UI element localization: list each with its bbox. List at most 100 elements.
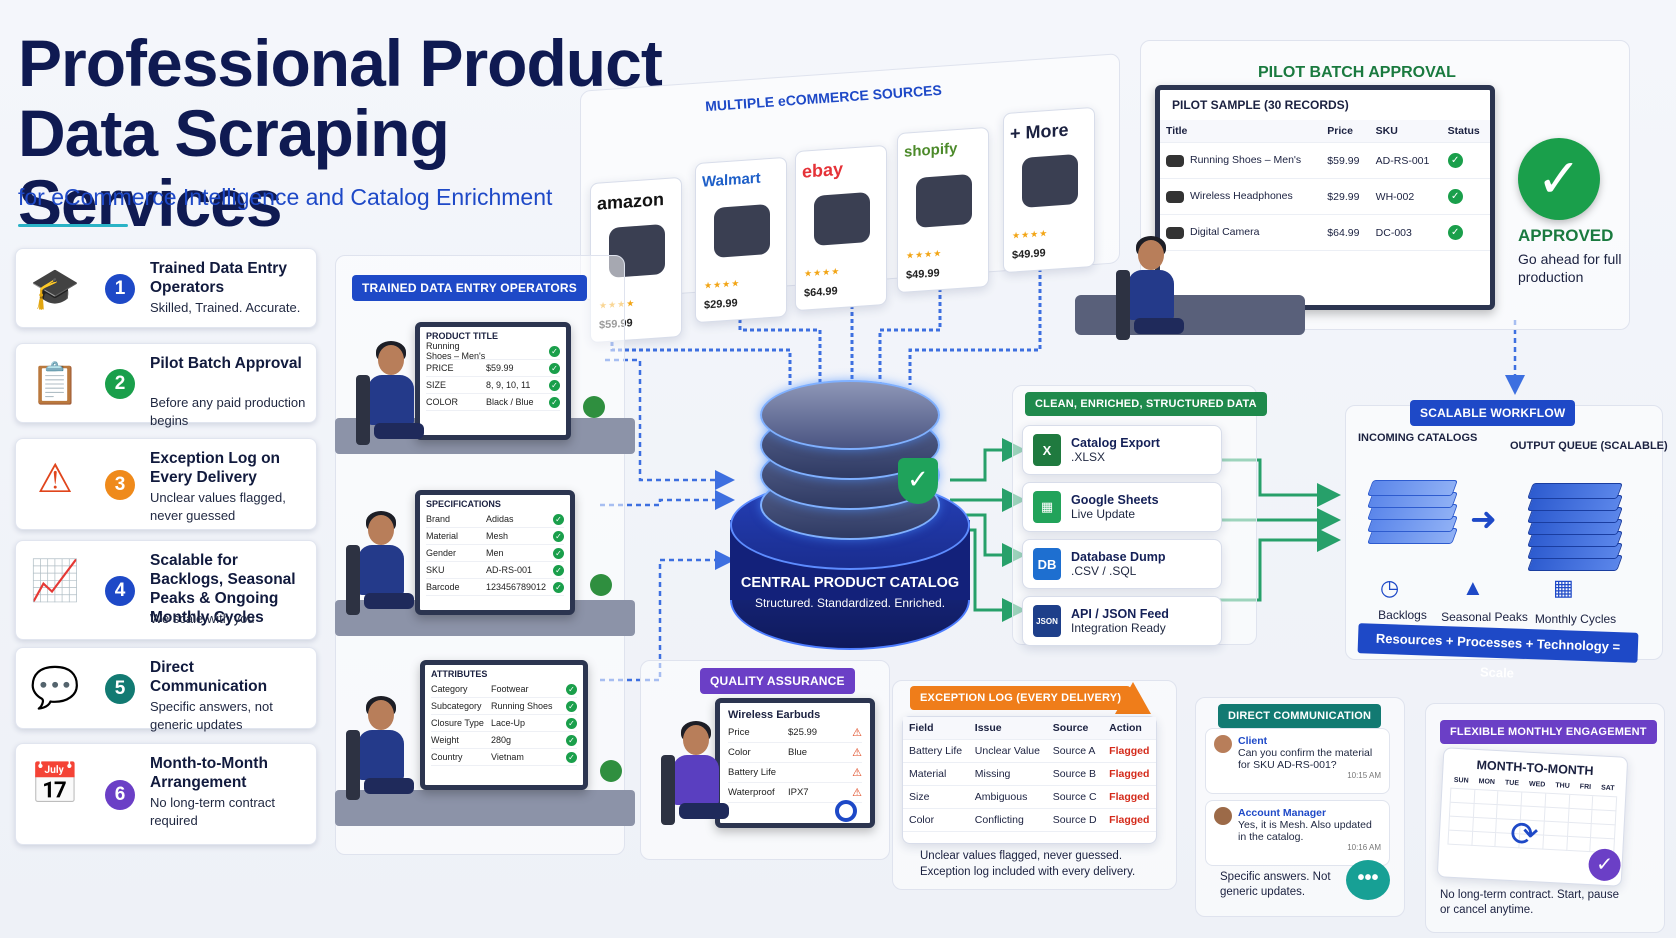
scale-item-label: Seasonal Peaks — [1441, 610, 1528, 624]
exception-column-header: Action — [1103, 717, 1156, 740]
shield-check-icon: ✓ — [898, 458, 938, 504]
incoming-stack-layer — [1367, 480, 1458, 496]
check-icon: ✓ — [549, 379, 560, 391]
field-value: Footwear — [491, 684, 529, 694]
pilot-title-cell: Running Shoes – Men's — [1160, 142, 1322, 179]
pilot-column-header: Price — [1321, 120, 1370, 143]
flexible-label: FLEXIBLE MONTHLY ENGAGEMENT — [1440, 720, 1657, 744]
store-card: shopify★★★★$49.99 — [897, 126, 989, 294]
calendar-day-label: SAT — [1600, 784, 1615, 793]
pilot-title: Running Shoes – Men's — [1190, 154, 1302, 167]
feature-number: 2 — [105, 369, 135, 399]
calendar-icon: ▦ — [1553, 575, 1574, 600]
exception-field: Material — [903, 762, 969, 786]
exception-column-header: Source — [1046, 717, 1104, 740]
calendar-cell — [1591, 810, 1617, 826]
calendar-cell — [1449, 802, 1475, 818]
feature-description: We scale with you — [150, 611, 255, 626]
exception-note: Unclear values flagged, never guessed. E… — [920, 850, 1136, 878]
output-format: Integration Ready — [1071, 621, 1166, 635]
exception-issue: Unclear Value — [968, 739, 1047, 763]
central-catalog: ✓ CENTRAL PRODUCT CATALOG Structured. St… — [730, 370, 970, 670]
store-card: + More★★★★$49.99 — [1003, 106, 1095, 274]
manager-time: 10:16 AM — [1347, 843, 1381, 852]
field-name: Country — [431, 752, 463, 762]
field-value: Men — [486, 548, 504, 558]
qa-value: $25.99 — [788, 727, 818, 738]
approved-check-icon: ✓ — [1518, 138, 1600, 220]
exception-column-header: Issue — [968, 717, 1047, 740]
check-icon: ✓ — [1447, 189, 1463, 204]
qa-value: IPX7 — [788, 787, 809, 798]
clock-icon: ◷ — [1380, 575, 1400, 600]
operator-person-3 — [346, 696, 414, 810]
check-icon: ✓ — [566, 734, 577, 746]
calendar-cell — [1448, 830, 1473, 846]
feature-heading: Trained Data Entry Operators — [150, 260, 287, 296]
structured-label: CLEAN, ENRICHED, STRUCTURED DATA — [1025, 392, 1267, 416]
calendar-cell — [1569, 794, 1594, 811]
desk-3 — [335, 790, 635, 826]
check-icon: ✓ — [1447, 153, 1463, 168]
arrow-right-icon: ➜ — [1470, 501, 1497, 537]
rating-stars: ★★★★ — [804, 266, 841, 279]
store-card: ebay★★★★$64.99 — [795, 144, 887, 312]
store-price: $64.99 — [804, 285, 838, 300]
check-icon: ✓ — [553, 513, 564, 525]
output-name: API / JSON Feed — [1071, 607, 1169, 621]
pilot-label: PILOT BATCH APPROVAL — [1258, 64, 1456, 81]
check-icon: ✓ — [549, 345, 560, 357]
calendar-cell — [1592, 796, 1618, 812]
pilot-column-header: Status — [1441, 120, 1490, 143]
qa-row: Battery Life⚠ — [728, 763, 862, 783]
field-name: SIZE — [426, 380, 447, 390]
calendar-day-label: TUE — [1504, 779, 1520, 788]
store-logo: Walmart — [702, 169, 761, 191]
check-icon: ✓ — [553, 581, 564, 593]
qa-field: Price — [728, 727, 750, 738]
field-name: Gender — [426, 548, 457, 558]
qa-field: Battery Life — [728, 767, 777, 778]
screen-title: PRODUCT TITLE — [426, 331, 498, 341]
qa-person — [661, 721, 729, 835]
field-name: Weight — [431, 735, 459, 745]
screen-row: Running Shoes – Men's✓ — [426, 341, 560, 361]
feature-description: Unclear values flagged, never guessed — [150, 490, 286, 523]
scale-item-label: Monthly Cycles — [1534, 612, 1617, 626]
title-line-2: Data Scraping Services — [18, 96, 450, 240]
refresh-cycle-icon: ⟳ — [1509, 814, 1540, 855]
approved-text: APPROVED — [1518, 226, 1614, 245]
pilot-price: $59.99 — [1321, 142, 1370, 179]
title-line-1: Professional Product — [18, 26, 663, 100]
output-queue-label: OUTPUT QUEUE (SCALABLE) — [1510, 440, 1668, 452]
sheets-icon: ▦ — [1033, 491, 1061, 523]
pilot-sku: WH-002 — [1369, 178, 1442, 215]
magnifier-icon — [835, 800, 857, 822]
pilot-desk — [1075, 295, 1305, 335]
growth-chart-icon: 📈 — [30, 559, 80, 603]
calendar-cell — [1591, 824, 1616, 840]
chart-growth-icon: ▲ — [1462, 575, 1484, 600]
feature-number: 3 — [105, 470, 135, 500]
check-icon: ✓ — [566, 717, 577, 729]
calendar-cell — [1497, 791, 1523, 807]
output-name: Google Sheets — [1071, 493, 1159, 507]
field-name: Material — [426, 531, 459, 541]
calendar-cell — [1472, 817, 1498, 834]
plant-icon — [590, 574, 612, 596]
